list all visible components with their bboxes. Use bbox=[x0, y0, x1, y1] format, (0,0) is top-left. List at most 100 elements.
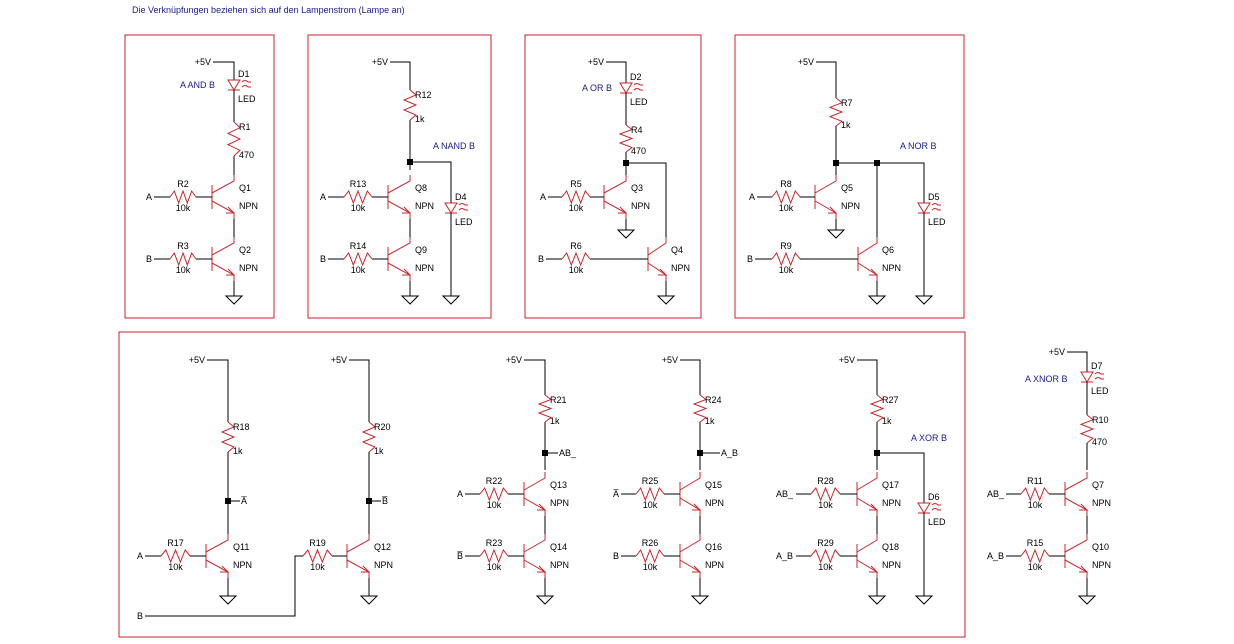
resistor-zigzag bbox=[361, 421, 377, 453]
input-label: B bbox=[747, 254, 753, 264]
transistor-type: NPN bbox=[239, 201, 258, 211]
transistor-ref: Q7 bbox=[1092, 480, 1104, 490]
transistor-ref: Q10 bbox=[1092, 542, 1109, 552]
transistor-ref: Q15 bbox=[705, 480, 722, 490]
transistor-collector bbox=[387, 237, 411, 256]
gate-label: A AND B bbox=[180, 80, 215, 90]
resistor-ref: R8 bbox=[780, 179, 792, 189]
resistor-zigzag bbox=[343, 189, 373, 205]
resistor-ref: R2 bbox=[177, 179, 189, 189]
transistor-type: NPN bbox=[374, 560, 393, 570]
ground-icon bbox=[914, 595, 934, 605]
resistor-zigzag bbox=[810, 548, 841, 564]
supply-wire bbox=[524, 359, 546, 395]
ground-icon bbox=[218, 595, 238, 605]
input-label: B̅ bbox=[457, 551, 463, 561]
transistor-collector bbox=[679, 472, 701, 491]
emitter-arrow bbox=[1079, 503, 1089, 511]
emitter-arrow bbox=[402, 268, 412, 276]
input-label: B bbox=[137, 611, 143, 621]
resistor-ref: R11 bbox=[1027, 476, 1043, 486]
resistor-zigzag bbox=[771, 189, 801, 205]
resistor-ref: R13 bbox=[350, 179, 367, 189]
transistor-collector bbox=[814, 175, 837, 194]
resistor-zigzag bbox=[561, 189, 591, 205]
resistor-value: 1k bbox=[841, 120, 851, 130]
input-label: A̅ bbox=[613, 489, 619, 499]
transistor-ref: Q12 bbox=[374, 542, 391, 552]
emitter-arrow bbox=[618, 206, 628, 214]
transistor-ref: Q11 bbox=[233, 542, 249, 552]
resistor-ref: R23 bbox=[486, 538, 503, 548]
resistor-value: 10k bbox=[779, 265, 794, 275]
resistor-zigzag bbox=[537, 394, 553, 423]
resistor-zigzag bbox=[1020, 486, 1050, 502]
transistor-type: NPN bbox=[882, 263, 901, 273]
ground-symbol bbox=[1077, 595, 1097, 605]
resistor-value: 10k bbox=[487, 562, 502, 572]
transistor-type: NPN bbox=[239, 263, 258, 273]
transistor-collector bbox=[603, 175, 627, 194]
transistor-collector bbox=[523, 472, 546, 491]
ground-icon bbox=[400, 295, 420, 305]
input-label: A bbox=[540, 192, 546, 202]
supply-wire bbox=[857, 359, 878, 395]
resistor-zigzag bbox=[220, 421, 236, 453]
output-label: B̅ bbox=[382, 496, 388, 506]
supply-label: +5V bbox=[331, 355, 347, 365]
ground-icon bbox=[826, 229, 846, 239]
led-triangle bbox=[917, 202, 931, 214]
wire bbox=[410, 161, 452, 203]
resistor-ref: R6 bbox=[570, 241, 582, 251]
resistor-zigzag bbox=[1020, 548, 1050, 564]
resistor-ref: R21 bbox=[550, 395, 567, 405]
led-light-icon bbox=[241, 80, 251, 88]
resistor-zigzag bbox=[226, 121, 242, 157]
transistor-type: NPN bbox=[415, 201, 434, 211]
transistor-type: NPN bbox=[550, 560, 569, 570]
transistor-collector bbox=[857, 237, 878, 256]
supply-label: +5V bbox=[372, 57, 388, 67]
resistor-ref: R10 bbox=[1092, 415, 1109, 425]
led-value: LED bbox=[928, 217, 946, 227]
emitter-arrow bbox=[220, 565, 230, 573]
transistor-collector bbox=[856, 472, 878, 491]
supply-label: +5V bbox=[506, 355, 522, 365]
resistor-value: 10k bbox=[569, 265, 584, 275]
led-triangle bbox=[619, 82, 633, 94]
resistor-ref: R1 bbox=[239, 122, 251, 132]
transistor-collector bbox=[1064, 534, 1088, 553]
ground-symbol bbox=[359, 595, 379, 605]
supply-wire bbox=[680, 359, 701, 395]
ground-symbol bbox=[441, 295, 461, 305]
resistor-value: 1k bbox=[705, 416, 715, 426]
input-label: AB_ bbox=[776, 489, 794, 499]
transistor-ref: Q4 bbox=[671, 245, 683, 255]
transistor-ref: Q5 bbox=[841, 183, 853, 193]
supply-label: +5V bbox=[1049, 347, 1065, 357]
frame-nand bbox=[307, 34, 492, 319]
transistor-ref: Q2 bbox=[239, 245, 251, 255]
frame-or bbox=[524, 34, 702, 319]
transistor-ref: Q3 bbox=[631, 183, 643, 193]
resistor-zigzag bbox=[160, 548, 191, 564]
emitter-arrow bbox=[658, 268, 668, 276]
ground-symbol bbox=[224, 295, 244, 305]
resistor-value: 10k bbox=[569, 203, 584, 213]
led-value: LED bbox=[630, 97, 648, 107]
emitter-arrow bbox=[226, 268, 236, 276]
